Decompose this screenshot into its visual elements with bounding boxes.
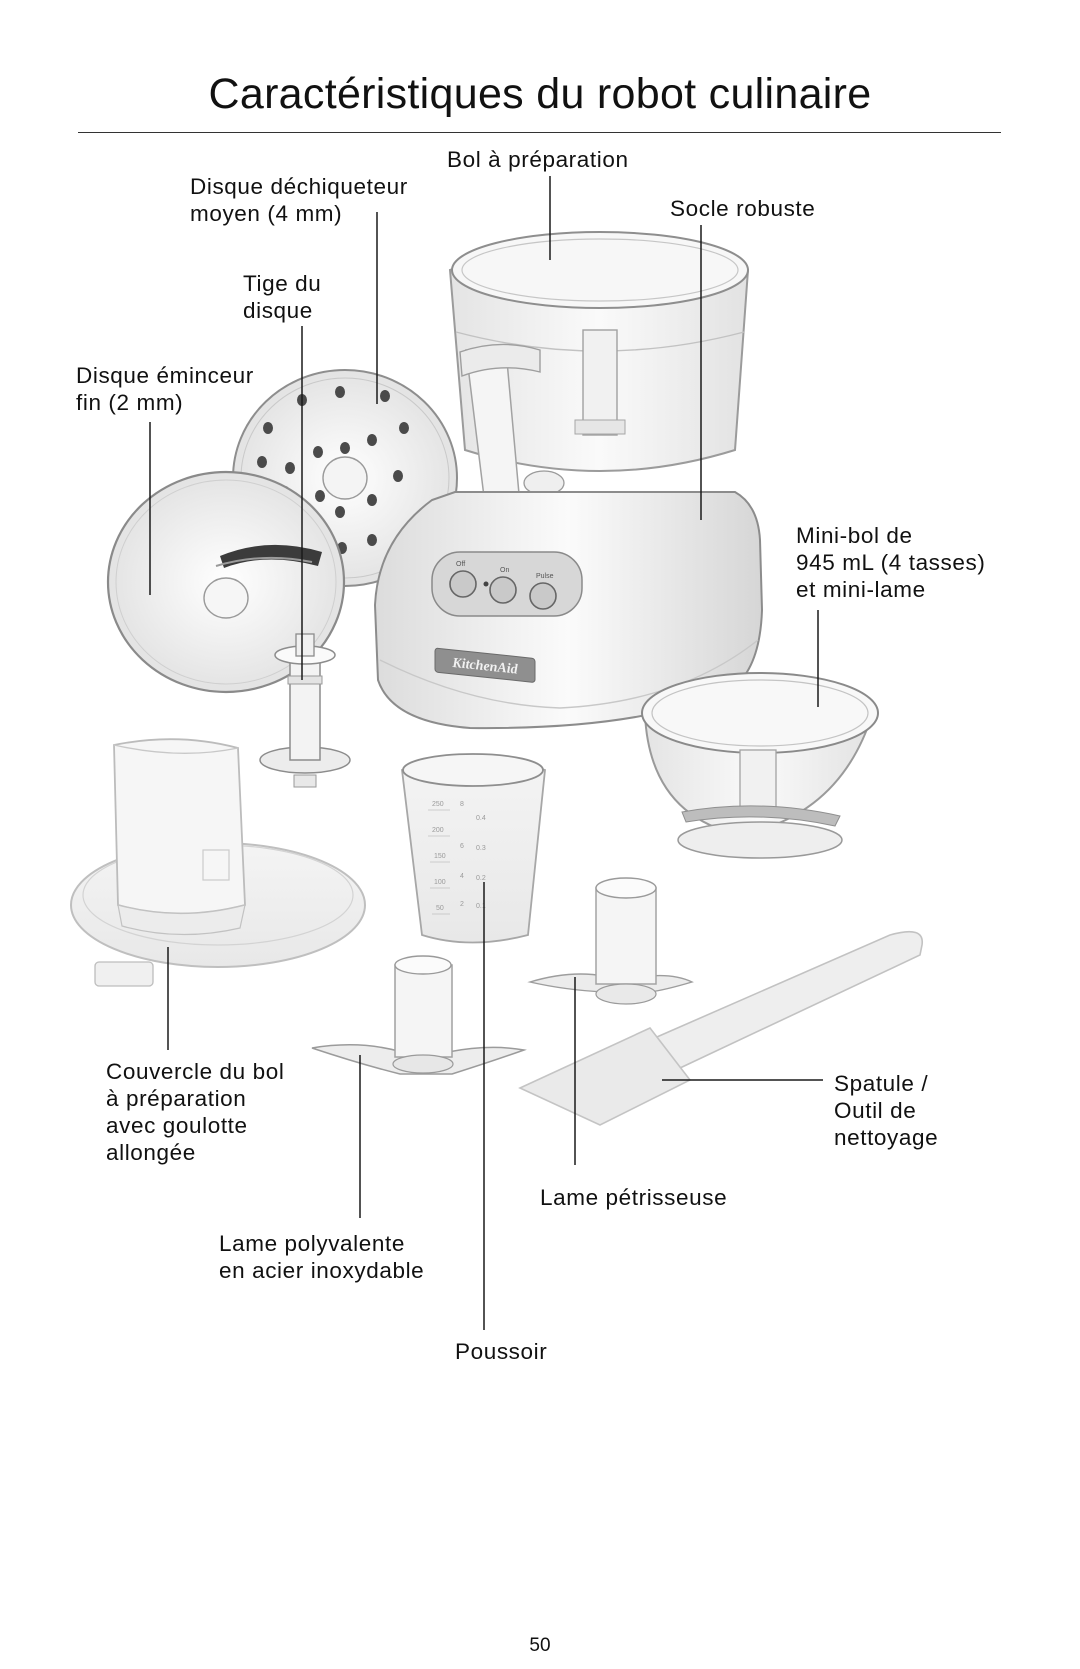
disc-stem-illustration bbox=[259, 633, 351, 788]
label-lame-polyvalente: Lame polyvalente en acier inoxydable bbox=[219, 1231, 425, 1283]
measure-mark: 4 bbox=[460, 873, 464, 880]
measure-mark: 0.2 bbox=[476, 875, 486, 882]
measure-mark: 50 bbox=[436, 905, 444, 912]
pulse-button-label: Pulse bbox=[536, 573, 554, 580]
label-bol-preparation: Bol à préparation bbox=[447, 147, 629, 172]
label-tige-disque: Tige du disque bbox=[243, 271, 322, 323]
page-number: 50 bbox=[529, 1635, 551, 1656]
multipurpose-blade-illustration bbox=[311, 955, 527, 1075]
title-rule bbox=[78, 132, 1001, 133]
spatula-illustration bbox=[518, 930, 923, 1126]
measure-mark: 8 bbox=[460, 801, 464, 808]
bowl-cover-illustration bbox=[70, 738, 366, 987]
measure-mark: 100 bbox=[434, 879, 446, 886]
measure-mark: 200 bbox=[432, 827, 444, 834]
label-spatule: Spatule / Outil de nettoyage bbox=[834, 1071, 939, 1150]
leader-lines bbox=[149, 176, 823, 1330]
dough-blade-illustration bbox=[527, 877, 694, 1005]
label-disque-eminceur: Disque éminceur fin (2 mm) bbox=[76, 363, 254, 415]
label-socle-robuste: Socle robuste bbox=[670, 196, 816, 221]
measure-mark: 6 bbox=[460, 843, 464, 850]
measure-mark: 0.3 bbox=[476, 845, 486, 852]
off-button-label: Off bbox=[456, 561, 465, 568]
label-poussoir: Poussoir bbox=[455, 1339, 548, 1364]
measure-mark: 0.1 bbox=[476, 903, 486, 910]
brand-badge: KitchenAid bbox=[451, 655, 518, 678]
measure-mark: 250 bbox=[432, 801, 444, 808]
label-disque-dechiqueteur: Disque déchiqueteur moyen (4 mm) bbox=[190, 174, 408, 226]
measure-mark: 150 bbox=[434, 853, 446, 860]
measure-mark: 0.4 bbox=[476, 815, 486, 822]
food-pusher-illustration: 250 200 150 100 50 8 6 4 2 0.4 0.3 0.2 0… bbox=[401, 753, 546, 944]
label-lame-petrisseuse: Lame pétrisseuse bbox=[540, 1185, 728, 1210]
label-mini-bol: Mini-bol de 945 mL (4 tasses) et mini-la… bbox=[796, 523, 986, 602]
measure-mark: 2 bbox=[460, 901, 464, 908]
label-couvercle: Couvercle du bol à préparation avec goul… bbox=[106, 1059, 285, 1165]
mini-bowl-illustration bbox=[641, 672, 879, 859]
page-title: Caractéristiques du robot culinaire bbox=[208, 70, 872, 118]
main-bowl-illustration bbox=[448, 231, 750, 506]
on-button-label: On bbox=[500, 567, 509, 574]
